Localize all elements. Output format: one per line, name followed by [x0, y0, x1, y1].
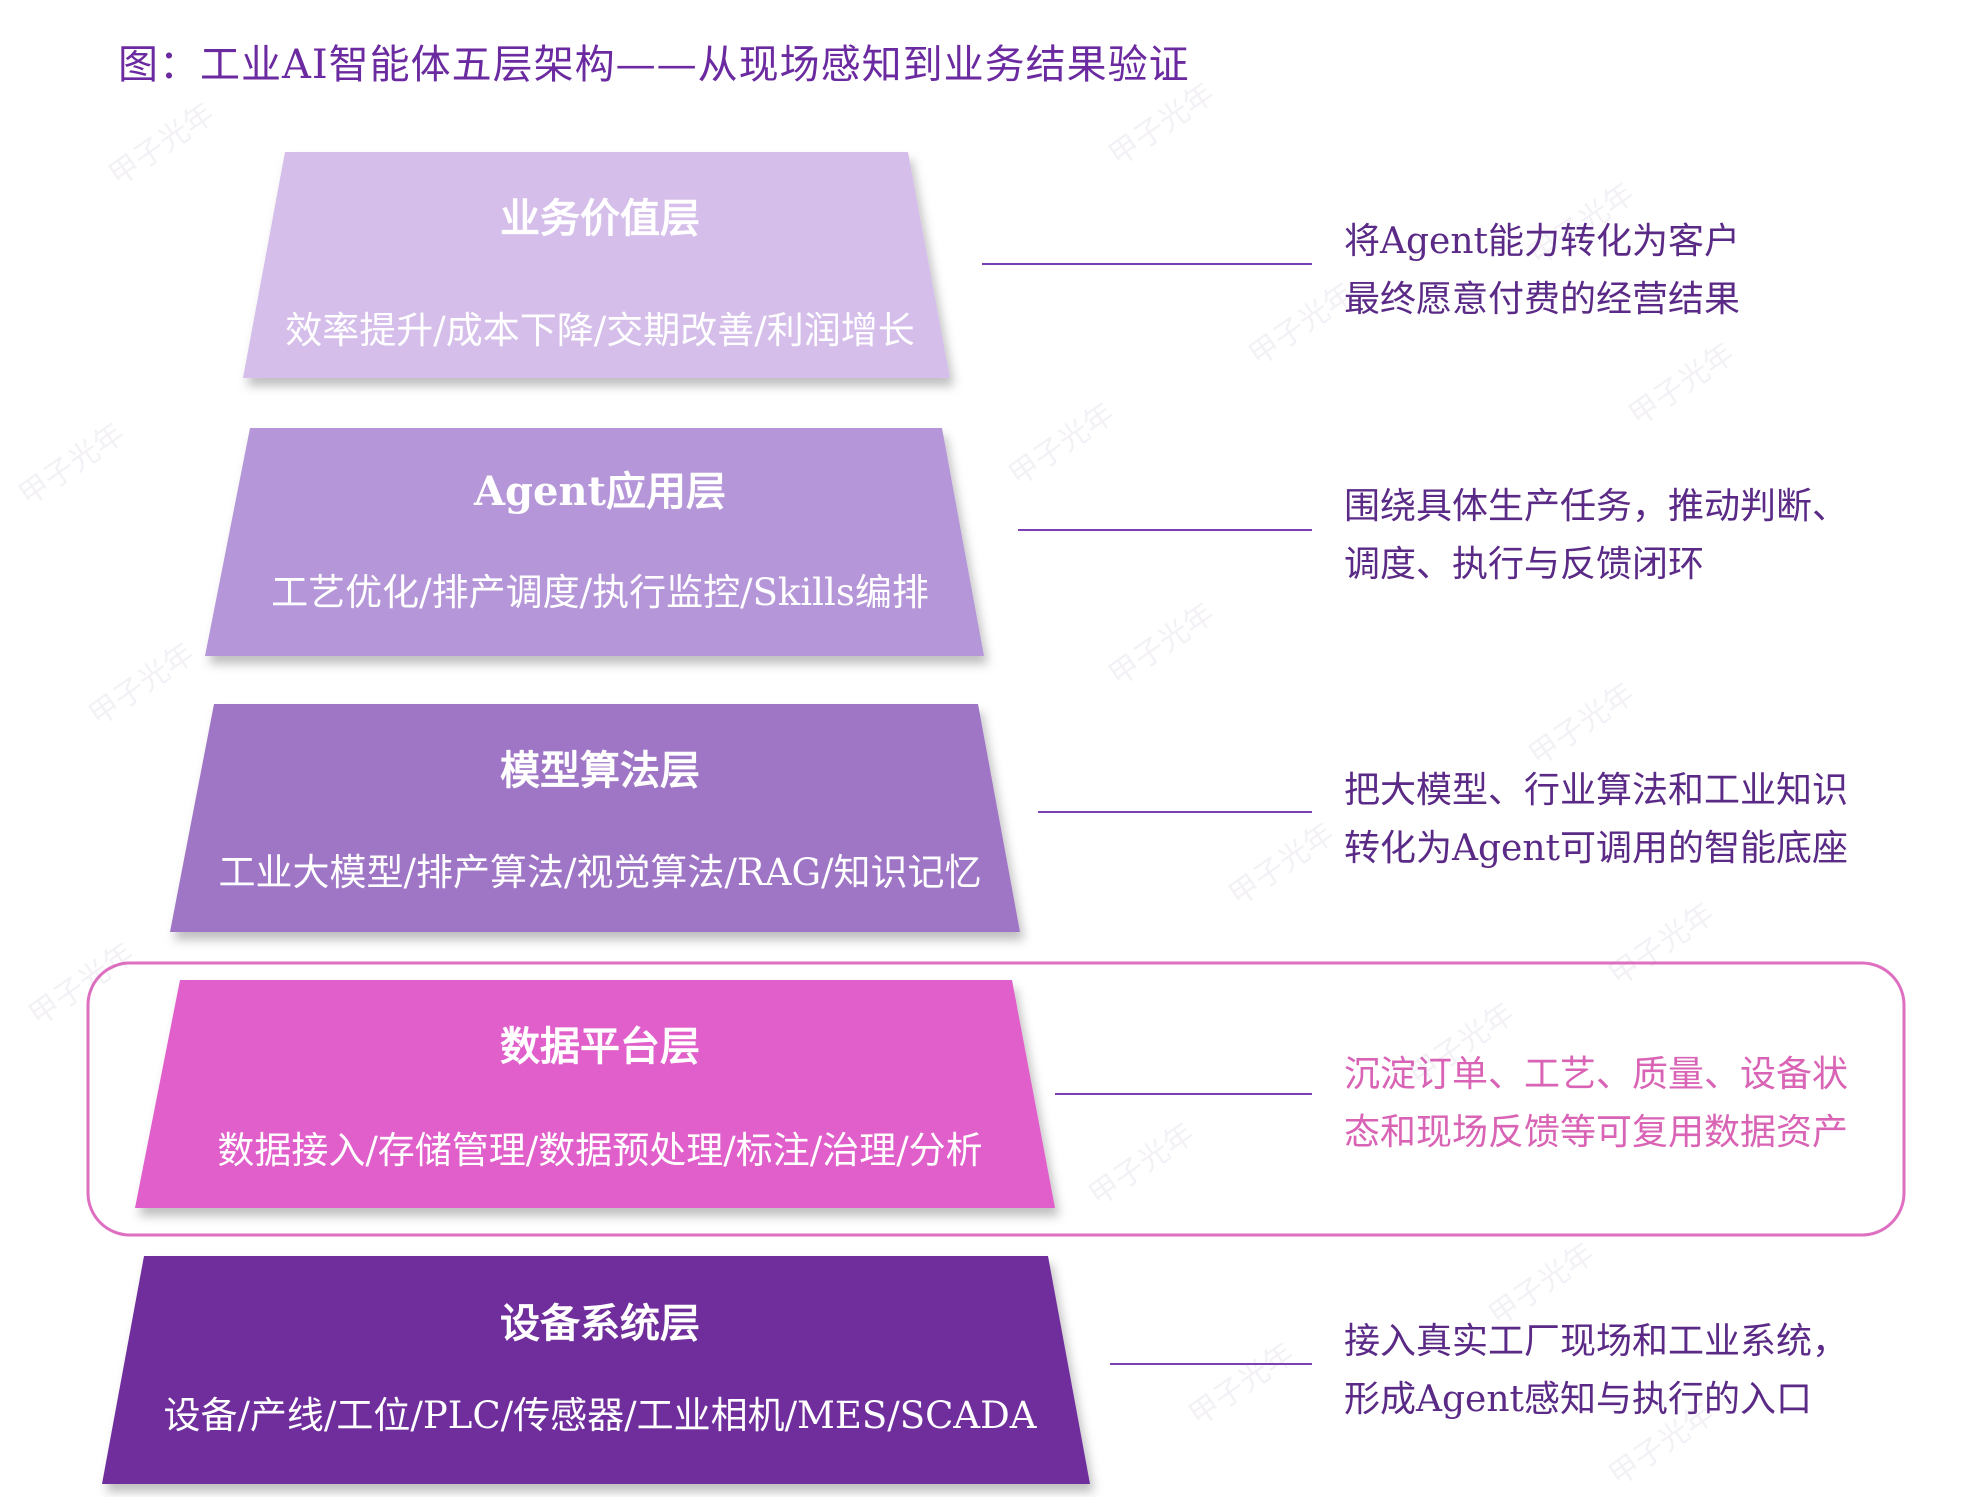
- layer-trapezoid-device-system: [102, 1256, 1090, 1484]
- description-line: 沉淀订单、工艺、质量、设备状: [1344, 1054, 1849, 1095]
- layer-trapezoid-model-algorithm: [170, 704, 1020, 932]
- layer-trapezoid-agent-application: [205, 428, 984, 656]
- description-line: 围绕具体生产任务，推动判断、: [1344, 486, 1849, 527]
- description-line: 将Agent能力转化为客户: [1344, 221, 1741, 262]
- layer-subtitle-business-value: 效率提升/成本下降/交期改善/利润增长: [285, 309, 915, 352]
- layer-title-device-system: 设备系统层: [500, 1300, 700, 1347]
- description-line: 转化为Agent可调用的智能底座: [1344, 828, 1849, 869]
- description-line: 调度、执行与反馈闭环: [1344, 544, 1705, 585]
- layer-subtitle-data-platform: 数据接入/存储管理/数据预处理/标注/治理/分析: [217, 1129, 983, 1172]
- layer-title-agent-application: Agent应用层: [473, 468, 726, 515]
- description-line: 接入真实工厂现场和工业系统，: [1344, 1321, 1849, 1362]
- figure-caption: 图：工业AI智能体五层架构——从现场感知到业务结果验证: [118, 42, 1190, 88]
- layer-trapezoid-business-value: [243, 152, 950, 378]
- layer-description-device-system: 接入真实工厂现场和工业系统， 形成Agent感知与执行的入口: [1344, 1313, 1944, 1429]
- description-line: 态和现场反馈等可复用数据资产: [1344, 1112, 1849, 1153]
- layer-description-agent-application: 围绕具体生产任务，推动判断、 调度、执行与反馈闭环: [1344, 478, 1944, 594]
- layer-description-business-value: 将Agent能力转化为客户 最终愿意付费的经营结果: [1344, 213, 1944, 329]
- layer-subtitle-model-algorithm: 工业大模型/排产算法/视觉算法/RAG/知识记忆: [218, 851, 982, 894]
- layer-title-business-value: 业务价值层: [500, 195, 700, 242]
- layer-title-data-platform: 数据平台层: [500, 1023, 700, 1070]
- description-line: 形成Agent感知与执行的入口: [1344, 1379, 1813, 1420]
- layer-subtitle-device-system: 设备/产线/工位/PLC/传感器/工业相机/MES/SCADA: [163, 1394, 1037, 1437]
- highlight-frame: [86, 961, 1906, 1237]
- layer-description-model-algorithm: 把大模型、行业算法和工业知识 转化为Agent可调用的智能底座: [1344, 762, 1944, 878]
- description-line: 最终愿意付费的经营结果: [1344, 279, 1741, 320]
- layer-trapezoid-data-platform: [135, 980, 1055, 1208]
- layer-subtitle-agent-application: 工艺优化/排产调度/执行监控/Skills编排: [271, 571, 929, 614]
- layer-title-model-algorithm: 模型算法层: [500, 747, 700, 794]
- layer-description-data-platform: 沉淀订单、工艺、质量、设备状 态和现场反馈等可复用数据资产: [1344, 1046, 1944, 1162]
- description-line: 把大模型、行业算法和工业知识: [1344, 770, 1849, 811]
